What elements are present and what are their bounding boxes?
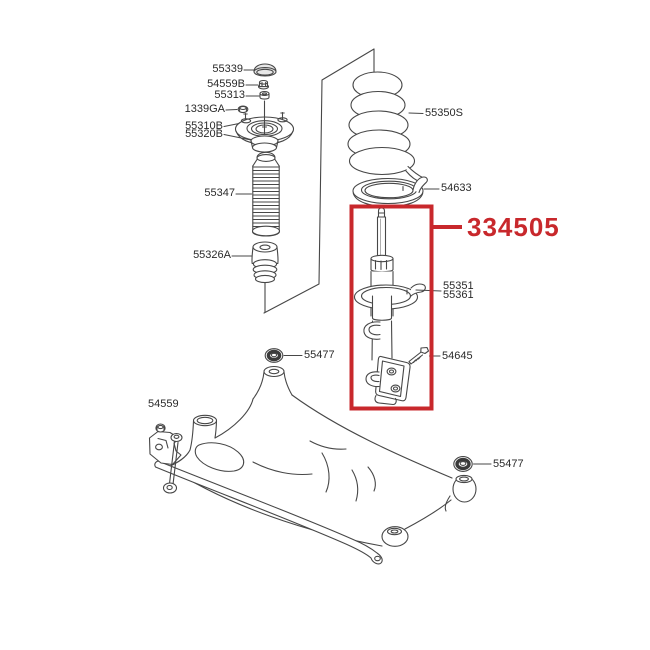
part-label-packing: 55313 [214, 89, 245, 101]
washer-left-drawing [264, 348, 284, 363]
part-label-strut-upper: 55351 [443, 280, 474, 292]
stabilizer-link-drawing [148, 430, 183, 494]
part-label-washer-right: 55477 [493, 458, 524, 470]
bracket-bolt-drawing [408, 346, 430, 365]
spring-pad-drawing [352, 176, 428, 208]
part-label-cap: 55339 [212, 63, 243, 75]
highlighted-part-number: 334505 [467, 212, 560, 242]
part-label-bracket-bolt: 54645 [442, 350, 473, 362]
coil-spring-drawing [347, 71, 425, 184]
part-label-coil-spring: 55350S [425, 107, 463, 119]
flange-nut-drawing [237, 105, 249, 114]
stabilizer-nut-drawing [155, 423, 166, 433]
crossmember-drawing [167, 365, 477, 547]
part-label-stabilizer-nut: 54559 [148, 398, 179, 410]
part-label-self-lock-nut: 54559B [207, 78, 245, 90]
part-label-strut-lower: 55361 [443, 289, 474, 301]
strut-cap-drawing [253, 63, 277, 77]
part-label-washer-left: 55477 [304, 349, 335, 361]
packing-drawing [259, 90, 270, 100]
highlight-box [349, 204, 462, 411]
stabilizer-bar-drawing [154, 460, 383, 565]
part-label-dust-cover: 55347 [204, 187, 235, 199]
bumper-stopper-drawing [251, 241, 279, 284]
self-lock-nut-drawing [257, 79, 270, 90]
washer-right-drawing [453, 456, 473, 472]
strut-assembly-drawing [353, 207, 426, 406]
part-label-insulator-upper: 55310B [185, 120, 223, 132]
part-label-bumper-stopper: 55326A [193, 249, 231, 261]
dust-cover-drawing [251, 151, 281, 237]
part-label-spring-pad: 54633 [441, 182, 472, 194]
part-label-flange-nut: 1339GA [184, 103, 225, 115]
part-label-insulator-lower: 55320B [185, 128, 223, 140]
